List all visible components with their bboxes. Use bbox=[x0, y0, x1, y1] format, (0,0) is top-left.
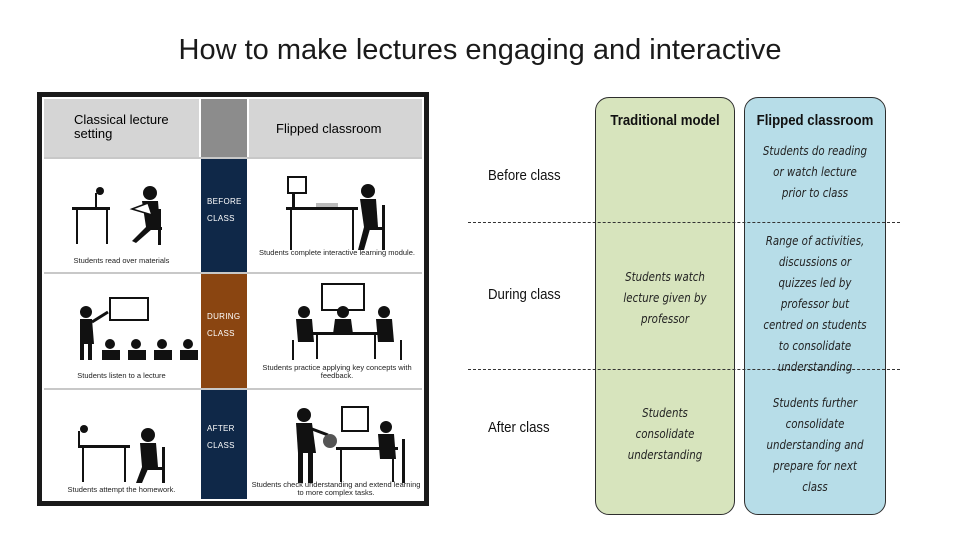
header-flipped-classroom: Flipped classroom bbox=[249, 99, 422, 157]
flipped-during-illustration bbox=[292, 283, 402, 360]
flipped-before-text: Students do reading or watch lecture pri… bbox=[762, 143, 868, 200]
caption-classical-before: Students read over materials bbox=[73, 256, 170, 265]
column-heading-traditional: Traditional model bbox=[610, 112, 720, 129]
flipped-after-illustration bbox=[296, 406, 405, 483]
row-label-after-class: After class bbox=[488, 419, 550, 436]
comparison-illustration: Classical lecture setting Flipped classr… bbox=[37, 92, 429, 506]
phase-before-class: BEFORE CLASS bbox=[201, 159, 247, 272]
column-heading-flipped: Flipped classroom bbox=[756, 112, 874, 129]
row-divider bbox=[468, 369, 900, 370]
flipped-during-text: Range of activities, discussions or quiz… bbox=[763, 233, 867, 374]
caption-flipped-during: Students practice applying key concepts … bbox=[262, 363, 412, 380]
page-title: How to make lectures engaging and intera… bbox=[178, 34, 782, 66]
flipped-before-illustration bbox=[286, 176, 385, 250]
header-spacer bbox=[201, 99, 247, 157]
traditional-after-text: Students consolidate understanding bbox=[627, 405, 703, 462]
classical-after-illustration bbox=[78, 425, 165, 483]
traditional-during-text: Students watch lecture given by professo… bbox=[623, 269, 707, 326]
row-divider bbox=[468, 222, 900, 223]
phase-after-class: AFTER CLASS bbox=[201, 390, 247, 499]
header-classical-lecture: Classical lecture setting bbox=[44, 99, 199, 157]
caption-classical-during: Students listen to a lecture bbox=[77, 371, 166, 380]
classical-before-illustration bbox=[72, 186, 162, 245]
row-label-during-class: During class bbox=[488, 286, 561, 303]
flipped-after-text: Students further consolidate understandi… bbox=[766, 395, 864, 494]
column-traditional-model: Traditional model bbox=[595, 97, 735, 515]
row-label-before-class: Before class bbox=[488, 167, 561, 184]
caption-flipped-after: Students check understanding and extend … bbox=[251, 480, 421, 497]
caption-flipped-before: Students complete interactive learning m… bbox=[259, 248, 415, 257]
classical-during-illustration bbox=[80, 297, 198, 360]
column-flipped-classroom: Flipped classroom bbox=[744, 97, 886, 515]
caption-classical-after: Students attempt the homework. bbox=[67, 485, 176, 494]
phase-during-class: DURING CLASS bbox=[201, 274, 247, 388]
